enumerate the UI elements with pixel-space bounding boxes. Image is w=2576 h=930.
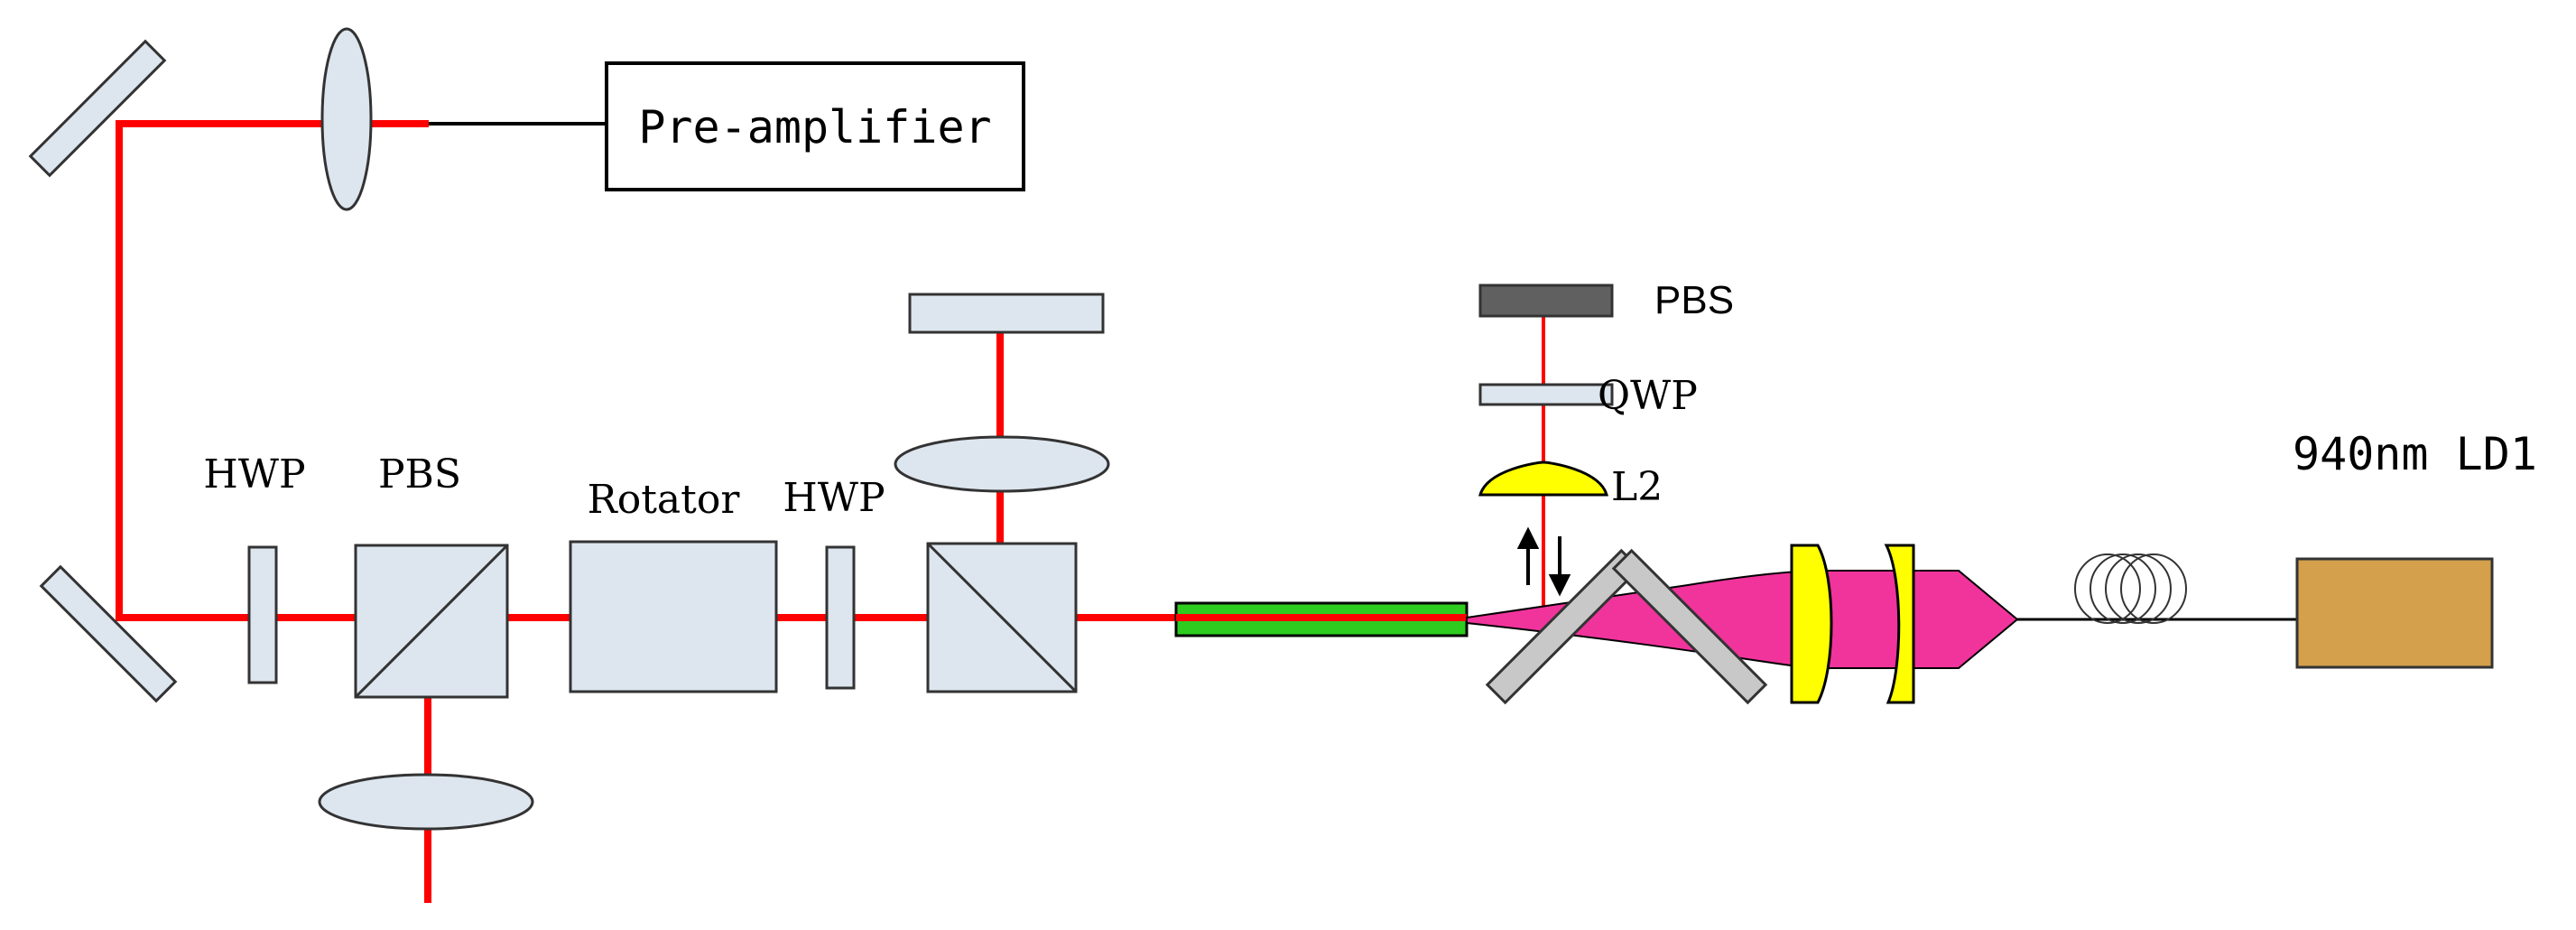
lens-bottom — [318, 773, 534, 831]
hwp-2-plate — [825, 545, 856, 690]
coupling-lens-2 — [1884, 544, 1915, 704]
pbs-dark-mirror — [1478, 284, 1614, 318]
hwp-1-plate — [247, 545, 278, 684]
l2-lens — [1478, 460, 1608, 497]
laser-crystal — [1174, 601, 1469, 637]
mirror-top-left — [28, 39, 167, 178]
qwp-plate — [1478, 383, 1614, 406]
pre-amplifier: Pre-amplifier — [605, 61, 1025, 191]
l2-label: L2 — [1611, 464, 1663, 510]
lens-cube2-arm — [894, 435, 1110, 493]
pbs-cube-2 — [926, 542, 1078, 693]
lens-top — [320, 27, 373, 211]
pbs-2-label: PBS — [1654, 278, 1734, 322]
ld1-pump-diode — [2295, 557, 2494, 669]
pbs-1-label: PBS — [378, 451, 461, 498]
rotator — [569, 540, 778, 693]
mirror-bottom-left — [39, 564, 178, 703]
hwp-1-label: HWP — [203, 451, 305, 498]
hwp-2-label: HWP — [783, 475, 885, 521]
rotator-label: Rotator — [588, 477, 741, 523]
pbs-cube-1 — [354, 544, 509, 699]
dichroic-mirror-2 — [1611, 548, 1768, 705]
qwp-label: QWP — [1598, 373, 1698, 419]
fiber-coil — [2074, 553, 2187, 624]
coupling-lens-1 — [1790, 544, 1833, 704]
polarization-arrows — [1516, 526, 1571, 597]
ld1-label: 940nm LD1 — [2293, 428, 2537, 480]
pre-amplifier-label: Pre-amplifier — [638, 101, 991, 153]
mirror-cube2-arm — [908, 293, 1105, 334]
